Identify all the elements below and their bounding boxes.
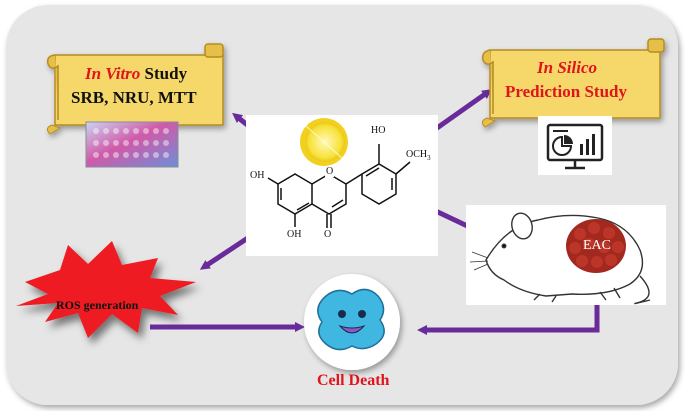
label-ring-o: O bbox=[325, 166, 335, 177]
och3-subscript: 3 bbox=[427, 154, 431, 162]
label-ho-top: HO bbox=[371, 125, 386, 136]
eac-label: EAC bbox=[583, 238, 611, 253]
well-plate-image bbox=[85, 121, 179, 168]
och3-text: OCH bbox=[406, 149, 428, 160]
ros-label: ROS generation bbox=[56, 298, 139, 312]
label-oh-bottom: OH bbox=[287, 229, 302, 240]
tumor-blob bbox=[566, 219, 626, 273]
label-oh-left: OH bbox=[250, 170, 265, 181]
lemon-slice-icon bbox=[300, 118, 348, 166]
cell-death-label: Cell Death bbox=[317, 372, 390, 389]
in-silico-scroll bbox=[481, 38, 665, 128]
molecule-structure bbox=[267, 144, 411, 228]
in-silico-title: In Silico bbox=[537, 58, 597, 77]
label-och3: OCH3 bbox=[406, 149, 431, 163]
in-vitro-assays: SRB, NRU, MTT bbox=[71, 88, 197, 107]
monitor-chart-icon bbox=[538, 116, 612, 175]
ros-starburst-icon bbox=[16, 241, 196, 338]
in-vitro-italic: In Vitro bbox=[85, 64, 141, 83]
label-carbonyl-o: O bbox=[324, 229, 332, 240]
in-silico-subtitle: Prediction Study bbox=[505, 82, 628, 101]
in-vitro-scroll bbox=[46, 43, 224, 135]
in-vitro-study: Study bbox=[140, 64, 188, 83]
in-vitro-title: In Vitro Study bbox=[85, 64, 188, 84]
cell-character-icon bbox=[304, 274, 400, 370]
